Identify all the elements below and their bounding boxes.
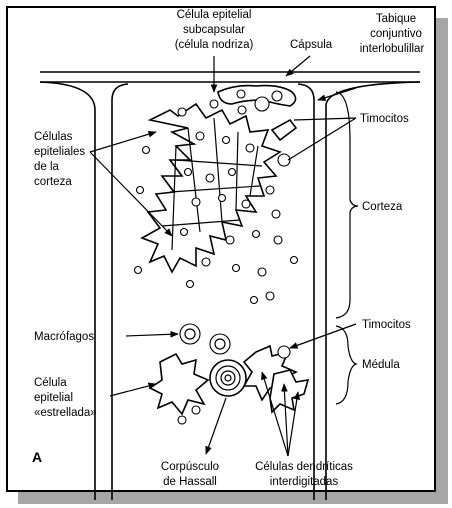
label-corteza: Corteza [362, 201, 403, 213]
label-tabique-1: Tabique [376, 13, 416, 25]
label-hassall-2: de Hassall [163, 476, 217, 488]
bracket-corteza [336, 92, 358, 318]
label-estrellada-1: Célula [34, 377, 67, 389]
label-epiteliales-4: corteza [34, 176, 72, 188]
label-tabique-2: conjuntivo [370, 28, 422, 40]
label-medula: Médula [362, 359, 400, 371]
hassall-corpuscle [210, 360, 246, 396]
label-tabique-3: interlobulillar [360, 43, 425, 55]
interlobular-septum-right [298, 82, 420, 500]
label-subcapsular-3: (célula nodriza) [175, 39, 254, 51]
label-epiteliales-1: Células [34, 131, 73, 143]
panel-letter: A [32, 449, 42, 465]
label-dendriticas-2: interdigitadas [270, 476, 339, 488]
stellate-epithelial-cell [150, 354, 208, 424]
label-capsula: Cápsula [290, 39, 333, 51]
label-epiteliales-3: de la [34, 161, 60, 173]
dendritic-cells [244, 346, 308, 412]
label-timocitos-bottom: Timocitos [362, 319, 411, 331]
label-macrofagos: Macrófagos [34, 331, 94, 343]
label-dendriticas-1: Células dendríticas [255, 461, 353, 473]
label-subcapsular-1: Célula epitelial [177, 9, 252, 21]
label-epiteliales-2: epiteliales [34, 146, 85, 158]
label-hassall-1: Corpúsculo [161, 461, 219, 473]
macrophages [180, 324, 230, 354]
interlobular-septum-left [40, 82, 95, 500]
capsule [40, 72, 420, 82]
label-estrellada-3: «estrellada» [34, 407, 97, 419]
label-timocitos-top: Timocitos [360, 113, 409, 125]
labels: Célula epitelial subcapsular (célula nod… [32, 9, 424, 488]
label-estrellada-2: epitelial [34, 392, 73, 404]
bracket-medula [336, 326, 356, 404]
lobule-wall-left [112, 84, 128, 500]
subcapsular-epithelial-cell [218, 86, 296, 111]
label-subcapsular-2: subcapsular [183, 24, 245, 36]
